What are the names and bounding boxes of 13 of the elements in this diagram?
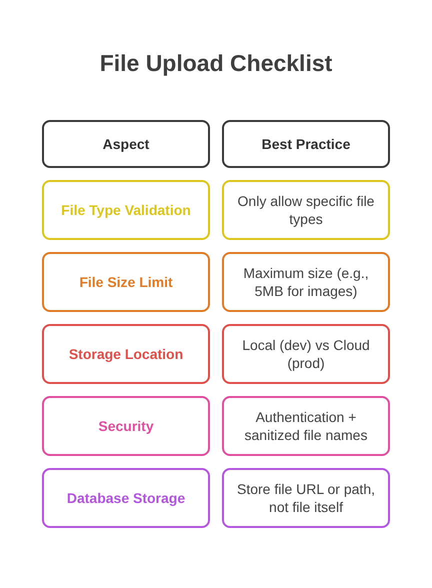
practice-box: Only allow specific file types [222, 180, 390, 240]
practice-box: Maximum size (e.g., 5MB for images) [222, 252, 390, 312]
practice-box: Authentication + sanitized file names [222, 396, 390, 456]
header-box: Aspect [42, 120, 210, 168]
practice-box: Store file URL or path, not file itself [222, 468, 390, 528]
practice-box: Local (dev) vs Cloud (prod) [222, 324, 390, 384]
aspect-box: Storage Location [42, 324, 210, 384]
aspect-box: Security [42, 396, 210, 456]
aspect-box: Database Storage [42, 468, 210, 528]
aspect-box: File Type Validation [42, 180, 210, 240]
title: File Upload Checklist [98, 50, 334, 77]
header-box: Best Practice [222, 120, 390, 168]
aspect-box: File Size Limit [42, 252, 210, 312]
